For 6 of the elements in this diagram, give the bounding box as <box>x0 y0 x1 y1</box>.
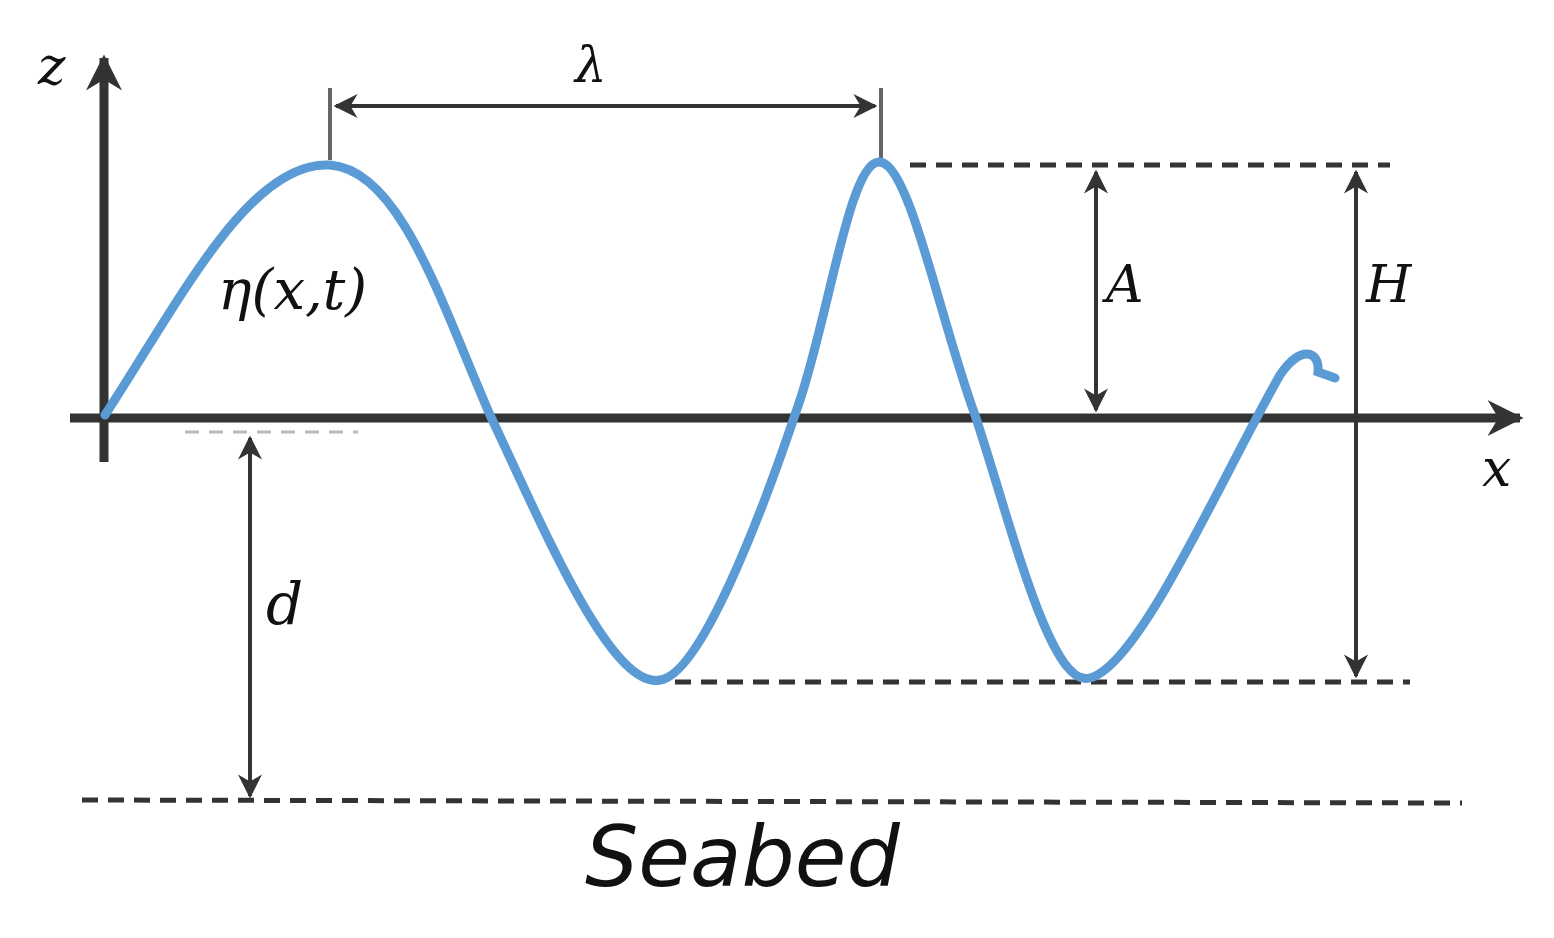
dimension-label: λ <box>575 40 607 90</box>
seabed-label: Seabed <box>585 815 900 899</box>
axis-label: z <box>38 40 66 92</box>
axis-label: x <box>1482 442 1512 494</box>
dimension-label: d <box>266 575 304 633</box>
dimension-label: H <box>1366 258 1412 310</box>
